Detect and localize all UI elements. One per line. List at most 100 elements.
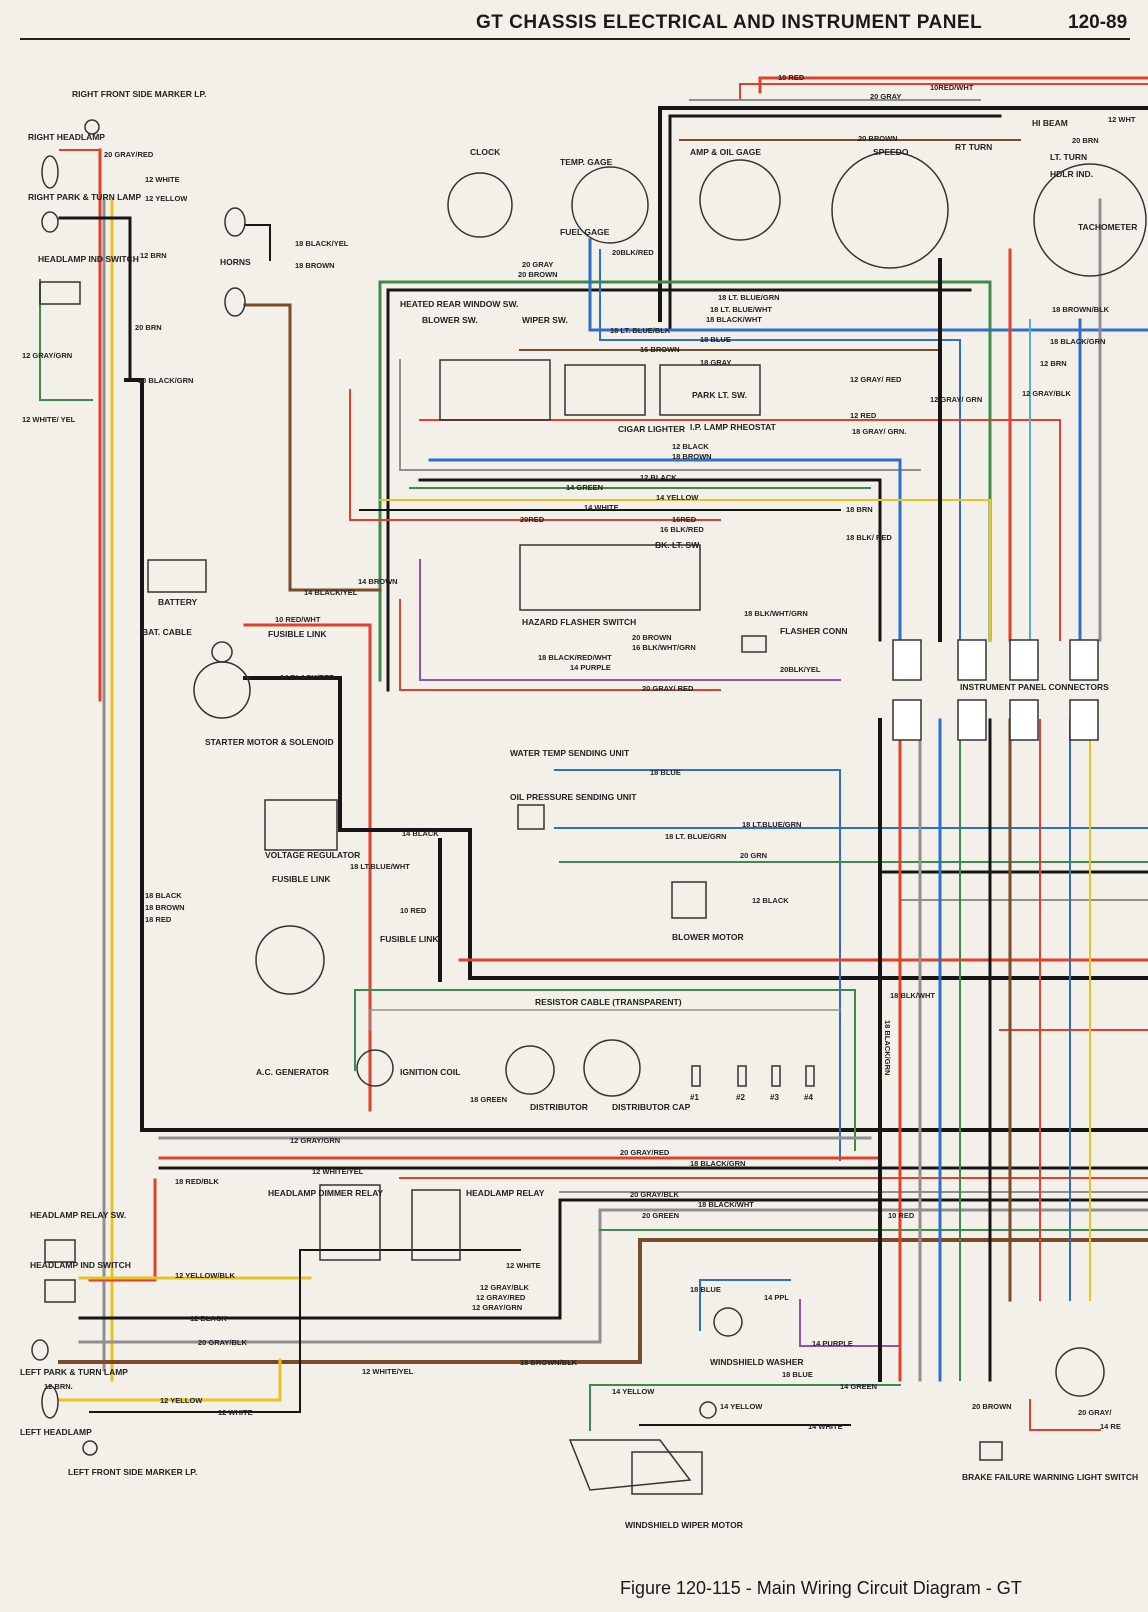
spark-plug-1 [691, 1065, 701, 1087]
wl-18brn: 18 BRN [846, 505, 873, 514]
wl-18blackgrn-l: 18 BLACK/GRN [138, 376, 193, 385]
wire-ip-black3 [418, 478, 882, 642]
label-blower-sw: BLOWER SW. [422, 315, 478, 325]
wire-b-black [78, 1198, 1148, 1320]
wl-10redwht-top: 10RED/WHT [930, 83, 974, 92]
label-fuel-gage: FUEL GAGE [560, 227, 610, 237]
label-brake-failure: BRAKE FAILURE WARNING LIGHT SWITCH [962, 1472, 1138, 1482]
wire-ip-green [378, 280, 992, 682]
wl-20gray-c: 20 GRAY [522, 260, 553, 269]
wl-12graygrn-b: 12 GRAY/GRN [290, 1136, 340, 1145]
right-park-turn-lamp [41, 211, 59, 233]
wl-18brownblk: 18 BROWN/BLK [1052, 305, 1110, 314]
wl-12grayred: 12 GRAY/ RED [850, 375, 902, 384]
wl-14purple: 14 PURPLE [570, 663, 611, 672]
label-hi-beam: HI BEAM [1032, 118, 1068, 128]
headlamp-relay-body [411, 1189, 461, 1261]
label-left-headlamp: LEFT HEADLAMP [20, 1427, 92, 1437]
label-ignition-coil: IGNITION COIL [400, 1067, 460, 1077]
wl-18blkwhtgrn: 18 BLK/WHT/GRN [744, 609, 808, 618]
wl-12yellowblk: 12 YELLOW/BLK [175, 1271, 235, 1280]
wl-18blue-wt: 18 BLUE [650, 768, 681, 777]
wire-ip-red [419, 419, 1061, 641]
figure-caption: Figure 120-115 - Main Wiring Circuit Dia… [620, 1578, 1022, 1598]
wl-14blackred: 14 BLACK/RED [280, 673, 335, 682]
wl-14white-ww: 14 WHITE [808, 1422, 843, 1431]
wl-16red: 16RED [672, 515, 697, 524]
pin-label-1: #1 [690, 1093, 699, 1102]
temp-fuel-gauge [571, 166, 649, 244]
distributor-cap [583, 1039, 641, 1097]
label-fusible-link-top: FUSIBLE LINK [268, 629, 327, 639]
wl-20grayblk-b: 20 GRAY/BLK [630, 1190, 679, 1199]
wl-18blackgrn-b: 18 BLACK/GRN [690, 1159, 745, 1168]
wire-ip-purple [419, 559, 841, 681]
wl-12whiteyel-b: 12 WHITE/YEL [312, 1167, 364, 1176]
wire-horn-black [244, 224, 271, 261]
label-right-park-turn: RIGHT PARK & TURN LAMP [28, 192, 141, 202]
right-front-marker-lamp [84, 119, 100, 135]
wire-ww-green [589, 1384, 901, 1431]
label-horns: HORNS [220, 257, 251, 267]
wl-20brn-rf: 20 BRN [135, 323, 162, 332]
wl-20brown-hz: 20 BROWN [632, 633, 672, 642]
ip-connector-5 [892, 699, 922, 741]
label-tachometer: TACHOMETER [1078, 222, 1137, 232]
left-front-marker-lamp [82, 1440, 98, 1456]
wl-14yellow-ww2: 14 YELLOW [720, 1402, 763, 1411]
header-rule [20, 38, 1130, 40]
wl-20brown-bf: 20 BROWN [972, 1402, 1012, 1411]
wl-18black: 18 BLACK [145, 891, 182, 900]
wl-18brownblk-b: 18 BROWN/BLK [520, 1358, 578, 1367]
wl-16blkwhtgrn: 16 BLK/WHT/GRN [632, 643, 696, 652]
label-ip-connectors: INSTRUMENT PANEL CONNECTORS [960, 682, 1109, 692]
wl-12graygrn-l: 12 GRAY/GRN [22, 351, 72, 360]
wire-ip-blue3 [428, 458, 902, 642]
wl-10red-f: 10 RED [400, 906, 427, 915]
wl-10red-top: 10 RED [778, 73, 805, 82]
spark-plug-3 [771, 1065, 781, 1087]
label-wiper-sw: WIPER SW. [522, 315, 568, 325]
wl-18blue: 18 BLUE [700, 335, 731, 344]
wl-18blackyel-h: 18 BLACK/YEL [295, 239, 349, 248]
wl-14green: 14 GREEN [566, 483, 603, 492]
wl-20brown-top: 20 BROWN [858, 134, 898, 143]
label-temp-gage: TEMP. GAGE [560, 157, 613, 167]
wl-12grayblk-b: 12 GRAY/BLK [480, 1283, 529, 1292]
wl-12grayred-b: 12 GRAY/RED [476, 1293, 526, 1302]
wire-ww-purple [799, 1299, 901, 1347]
wl-20grayred-b: 20 GRAY/RED [620, 1148, 670, 1157]
wl-12black-bm: 12 BLACK [752, 896, 789, 905]
label-oil-pressure: OIL PRESSURE SENDING UNIT [510, 792, 637, 802]
label-headlamp-ind-switch-l: HEADLAMP IND SWITCH [30, 1260, 131, 1270]
ip-connector-1 [892, 639, 922, 681]
wl-12graygrn-b2: 12 GRAY/GRN [472, 1303, 522, 1312]
wire-ip-red2 [349, 389, 721, 521]
wl-18blackgrn-v: 18 BLACK/GRN [883, 1020, 892, 1075]
wl-20grayred-rf: 20 GRAY/RED [104, 150, 154, 159]
label-headlamp-relay: HEADLAMP RELAY [466, 1188, 545, 1198]
wl-20grayred-c: 20 GRAY/ RED [642, 684, 694, 693]
wire-top-black2 [668, 114, 1002, 332]
washer-motor-stator [699, 1401, 717, 1419]
label-ip-lamp-rheostat: I.P. LAMP RHEOSTAT [690, 422, 777, 432]
label-fusible-link-gen: FUSIBLE LINK [380, 934, 439, 944]
voltage-regulator-body [264, 799, 338, 851]
label-right-front-marker: RIGHT FRONT SIDE MARKER LP. [72, 89, 206, 99]
flasher-conn [741, 635, 767, 653]
wl-18ltbluegrn-op: 18 LT.BLUE/GRN [742, 820, 801, 829]
clock-gauge [447, 172, 513, 238]
ip-connector-8 [1069, 699, 1099, 741]
wl-14white: 14 WHITE [584, 503, 619, 512]
label-bat-cable: BAT. CABLE [142, 627, 192, 637]
label-amp-oil-gage: AMP & OIL GAGE [690, 147, 761, 157]
wire-b-grayblk [78, 1208, 1148, 1344]
label-water-temp: WATER TEMP SENDING UNIT [510, 748, 630, 758]
amp-oil-gauge [699, 159, 781, 241]
wl-20grn: 20 GRN [740, 851, 767, 860]
spark-plug-2 [737, 1065, 747, 1087]
horn-upper [224, 207, 246, 237]
wire-bf-red [1029, 1399, 1101, 1431]
wl-10red-b: 10 RED [888, 1211, 915, 1220]
